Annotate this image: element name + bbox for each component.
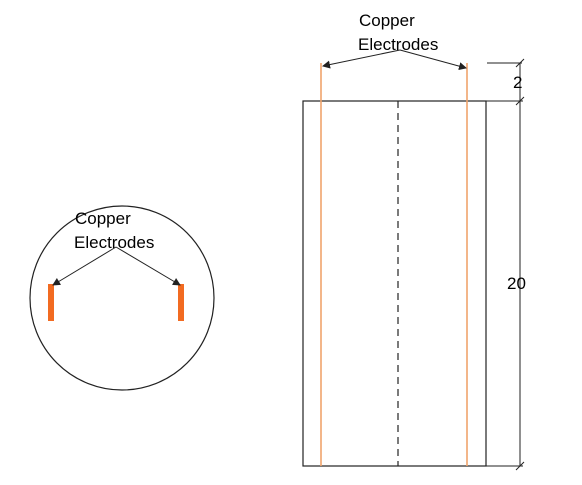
- dimension-label-20: 20: [507, 274, 526, 293]
- vessel-outline: [302, 100, 487, 467]
- leader-arrow-left: [52, 246, 117, 286]
- dim-top-tick-a: [515, 58, 525, 68]
- leader-arrow-right: [115, 246, 181, 286]
- side-view: [302, 49, 525, 471]
- top-view-label-electrodes: Electrodes: [74, 233, 155, 252]
- dimension-label-2: 2: [513, 73, 523, 92]
- cross-section-circle: [29, 205, 215, 391]
- electrode-left: [48, 284, 54, 321]
- leader-arrow-side-right: [399, 49, 467, 71]
- side-view-label-copper: Copper: [359, 11, 415, 30]
- side-view-label-electrodes: Electrodes: [358, 35, 439, 54]
- leader-arrow-side-left: [322, 49, 401, 69]
- dim-height-tick-bottom: [515, 461, 525, 471]
- electrode-right: [178, 284, 184, 321]
- top-view: [29, 205, 215, 391]
- top-view-label-copper: Copper: [75, 209, 131, 228]
